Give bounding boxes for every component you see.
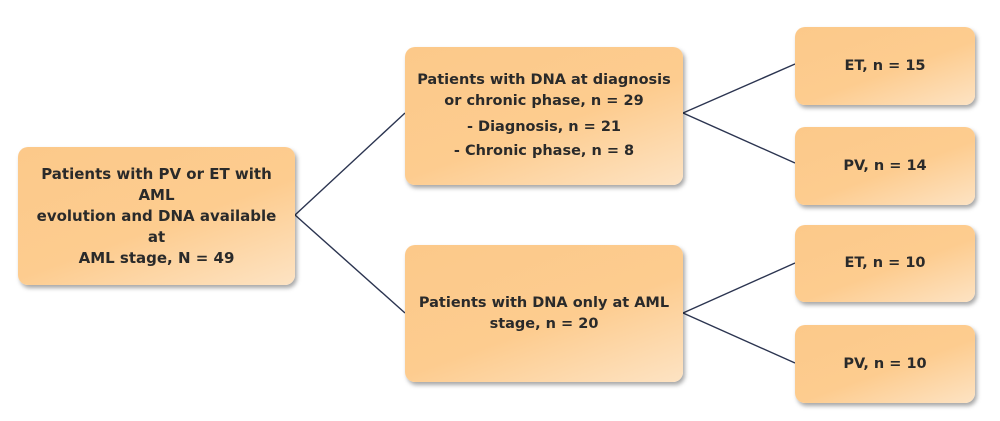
branch-1-detail-chronic-phase: - Chronic phase, n = 8 [453,143,635,160]
branch-2-title-line-1: Patients with DNA only at AML [418,295,670,312]
connector-branch-2-to-pv [682,312,796,364]
connector-branch-1-to-et [682,63,796,114]
leaf-label: ET, n = 10 [844,255,926,272]
connector-branch-1-to-pv [682,112,796,164]
root-line-1: Patients with PV or ET with AML [41,164,272,204]
branch-2-title-line-2: stage, n = 20 [489,315,599,332]
branch-node-dna-only-at-aml: Patients with DNA only at AML stage, n =… [405,245,683,382]
leaf-node-branch-1-et: ET, n = 15 [795,27,975,105]
leaf-node-branch-2-et: ET, n = 10 [795,225,975,302]
connector-root-to-branch-1 [294,112,406,216]
leaf-label: PV, n = 14 [843,157,927,174]
connector-root-to-branch-2 [294,214,406,314]
branch-1-title-line-2: or chronic phase, n = 29 [444,92,644,109]
leaf-node-branch-1-pv: PV, n = 14 [795,127,975,205]
root-node: Patients with PV or ET with AML evolutio… [18,147,295,285]
leaf-label: ET, n = 15 [844,57,926,74]
leaf-node-branch-2-pv: PV, n = 10 [795,325,975,403]
leaf-label: PV, n = 10 [843,355,927,372]
branch-node-dna-at-diagnosis-or-chronic: Patients with DNA at diagnosis or chroni… [405,47,683,185]
connector-branch-2-to-et [682,262,796,314]
root-line-3: AML stage, N = 49 [78,248,235,267]
branch-1-detail-diagnosis: - Diagnosis, n = 21 [466,119,622,135]
root-line-2: evolution and DNA available at [36,206,277,246]
branch-1-title-line-1: Patients with DNA at diagnosis [417,72,671,89]
